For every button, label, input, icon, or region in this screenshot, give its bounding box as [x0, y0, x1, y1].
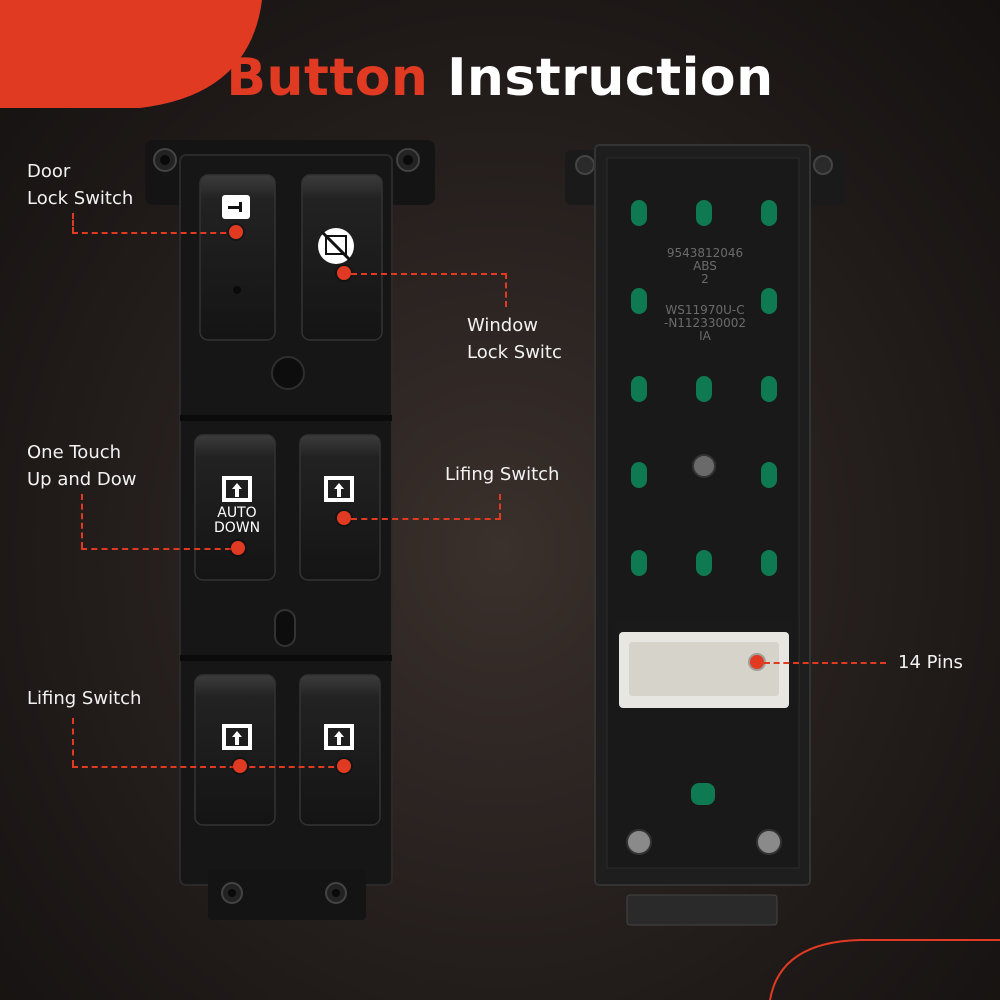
label-window-lock-switch: Window Lock Switc	[467, 312, 562, 366]
callout-line-one-touch-h	[81, 548, 231, 550]
title-word-2: Instruction	[447, 48, 774, 108]
callout-dot-one-touch	[231, 541, 245, 555]
callout-line-one-touch-v	[81, 494, 83, 548]
corner-accent-bottom-right	[769, 939, 1000, 1000]
auto-down-text: AUTO DOWN	[205, 506, 269, 536]
label-line-2: Up and Dow	[27, 469, 137, 490]
label-line-2: Lock Switch	[27, 188, 134, 209]
label-14-pins: 14 Pins	[898, 652, 963, 673]
callout-line-lifting-left-h	[72, 766, 344, 768]
page-title: Button Instruction	[0, 48, 1000, 108]
label-lifting-switch-left: Lifing Switch	[27, 688, 142, 709]
mold-code-2: -N112330002	[663, 316, 747, 330]
switch-back-photo	[565, 144, 845, 926]
mold-code-3: IA	[699, 329, 711, 343]
callout-dot-lifting-rear-right	[337, 759, 351, 773]
callout-line-window-lock-v	[505, 273, 507, 307]
callout-line-pins	[764, 662, 886, 664]
callout-dot-door-lock	[229, 225, 243, 239]
window-lock-icon	[318, 228, 354, 264]
window-lift-icon-auto	[222, 476, 252, 502]
title-word-1: Button	[226, 48, 429, 108]
label-line-2: Lock Switc	[467, 342, 562, 363]
material-mark: ABS	[693, 259, 717, 273]
callout-dot-lifting-rear-left	[233, 759, 247, 773]
part-number: 9543812046	[666, 246, 744, 260]
label-line-1: One Touch	[27, 442, 122, 463]
callout-dot-lifting-front	[337, 511, 351, 525]
revision-mark: 2	[701, 272, 709, 286]
label-door-lock-switch: Door Lock Switch	[27, 158, 133, 212]
callout-line-lifting-left-v	[72, 718, 74, 766]
auto-label: AUTO	[217, 505, 257, 521]
door-lock-icon	[222, 195, 250, 219]
window-lift-icon-rear-right	[324, 724, 354, 750]
window-lift-icon-front-right	[324, 476, 354, 502]
callout-line-door-lock-v	[72, 213, 74, 233]
callout-line-lifting-right-v	[499, 494, 501, 519]
down-label: DOWN	[213, 520, 261, 536]
callout-line-door-lock-h	[72, 232, 236, 234]
callout-dot-window-lock	[337, 266, 351, 280]
callout-line-lifting-right-h	[351, 518, 501, 520]
window-lift-icon-rear-left	[222, 724, 252, 750]
switch-front-photo	[145, 140, 435, 920]
corner-accent-top-left	[0, 0, 262, 108]
embossed-text: 9543812046 ABS 2 WS11970U-C -N112330002 …	[640, 247, 770, 343]
label-line-1: Window	[467, 315, 538, 336]
label-one-touch: One Touch Up and Dow	[27, 439, 137, 493]
callout-dot-connector	[750, 655, 764, 669]
callout-line-window-lock-h	[351, 273, 507, 275]
mold-code-1: WS11970U-C	[665, 303, 745, 317]
label-lifting-switch-right: Lifing Switch	[445, 464, 560, 485]
label-line-1: Door	[27, 161, 71, 182]
